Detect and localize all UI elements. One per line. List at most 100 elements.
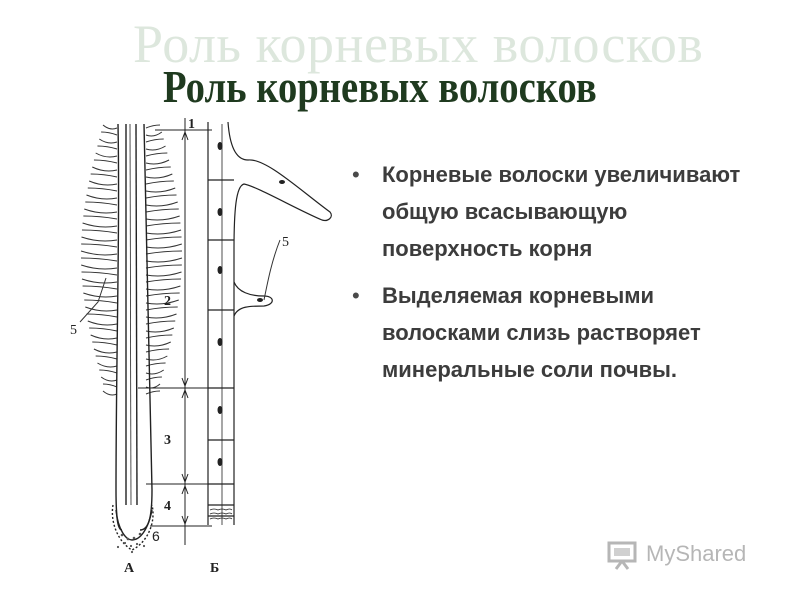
zone-scale [138,118,212,545]
root-hair-right [145,369,165,375]
root-hair-left [82,285,118,290]
root-hair-left [92,166,118,172]
bullet-text: Выделяемая корневыми волосками слизь рас… [382,283,701,382]
root-hair-right [145,327,175,333]
root-hair-right [145,376,162,381]
root-hair-right [145,222,181,227]
root-diagram-svg: 1 2 3 4 [70,117,332,576]
root-hair-right [145,131,163,137]
root-hair-right [145,173,173,179]
root-hair-right [145,229,182,235]
zone-label-3: 3 [164,433,171,448]
root-hair-left [99,369,118,374]
root-hair-right [145,152,168,157]
root-hair-right [145,145,166,151]
root-outline-right [139,123,153,531]
root-hair-left [81,271,118,276]
panel-b-nuclei [217,142,285,466]
bullet-dot-icon: • [352,283,360,308]
root-hair-right [145,215,180,221]
root-hair-left [85,201,118,206]
root-hair-right [145,299,179,305]
zone-label-4: 4 [164,499,171,514]
root-hair-left [81,243,118,248]
root-hair-left [85,306,118,312]
root-hair-left [97,145,118,150]
watermark-text: MyShared [646,541,747,566]
root-hair-left [87,320,118,326]
root-hair-right [145,187,176,193]
panel-a-label: А [124,561,135,576]
root-hair-right [145,257,183,263]
cap-label: 6 [152,528,160,544]
presentation-screen-icon [607,541,637,570]
root-hair-right [145,355,168,361]
root-hair-right [145,138,164,143]
root-hair-left [87,187,118,192]
stele-center [129,123,132,506]
root-hair-left [89,327,118,332]
root-hairs [80,124,183,396]
watermark: MyShared [606,537,746,571]
root-hair-left [95,355,118,360]
root-hair-left [93,348,118,354]
bullet-item: • Корневые волоски увеличивают общую вса… [352,156,752,267]
root-hair-right [145,306,178,311]
zone-label-2: 2 [164,294,171,309]
root-hair-right [145,278,182,283]
root-hair-right [145,243,182,249]
root-hair-right [145,236,182,241]
root-hair-left [102,390,118,396]
root-hair-right [145,390,161,395]
root-hair-left [95,152,118,158]
root-hair-left [81,264,118,270]
root-hair-right [145,208,179,213]
root-hair-right [145,348,170,353]
panel-b-cells [207,121,332,525]
root-hair-left [86,194,118,200]
root-hair-left [86,313,118,318]
root-hair-left [97,362,118,368]
root-hair-right [145,285,181,291]
root-hair-left [100,376,118,382]
root-hair-right [145,264,182,269]
root-hair-left [81,229,118,234]
bullet-item: • Выделяемая корневыми волосками слизь р… [352,277,752,388]
root-hair-left [82,222,118,228]
root-hair-right [145,313,177,319]
root-hair-left [102,383,118,388]
root-hair-right [145,334,173,339]
panel-b-label: Б [210,561,219,576]
bullet-dot-icon: • [352,162,360,187]
root-hair-left [101,131,118,136]
root-hair-left [90,334,118,340]
root-hair-left [99,138,118,144]
title-shadow: Роль корневых волосков [133,14,704,74]
leader-lines [79,239,281,323]
hairs-label-left: 5 [70,323,77,338]
root-hair-right [145,194,177,199]
root-cap [111,504,154,551]
root-outline-left [115,123,123,531]
root-hair-right [145,124,161,129]
cap-cells [116,532,146,554]
meristem-cells [209,508,233,520]
root-hair-left [102,124,118,130]
root-hair-right [145,383,161,389]
root-hair-right [145,180,174,185]
zone-label-1: 1 [188,117,195,132]
bullet-list: • Корневые волоски увеличивают общую вса… [352,156,752,398]
root-hair-right [145,166,171,171]
bullet-text: Корневые волоски увеличивают общую всасы… [382,162,741,261]
root-hair-left [92,341,118,346]
root-hair-right [145,362,166,367]
root-diagram: 1 2 3 4 [60,110,350,580]
root-tip [115,509,153,541]
slide-title: Роль корневых волосков [163,61,597,112]
root-hair-left [80,250,118,256]
root-hair-right [145,271,182,277]
root-hair-left [84,208,118,214]
root-hair-left [81,236,118,242]
root-hair-left [88,180,118,186]
